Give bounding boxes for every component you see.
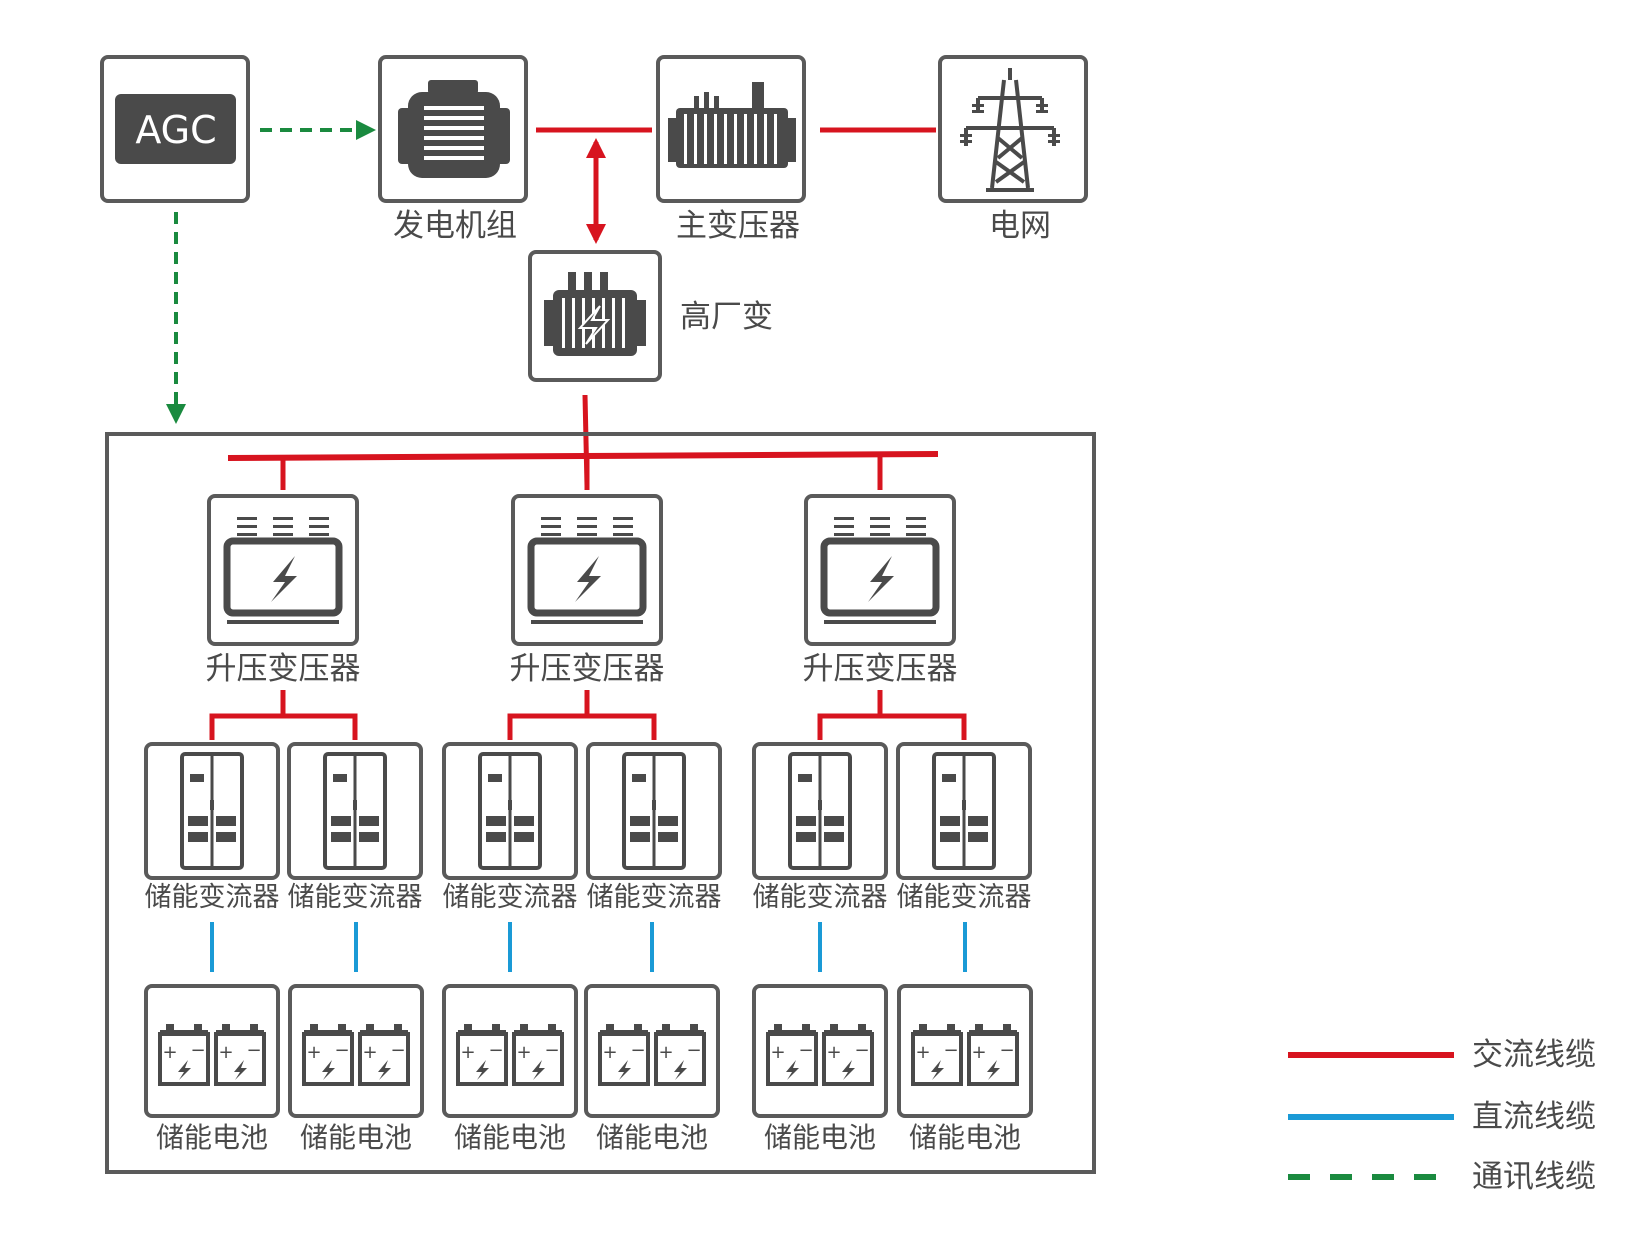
aux-transformer-label: 高厂变 (680, 299, 773, 335)
generator-icon (398, 80, 510, 178)
minus-glyph: − (190, 1040, 205, 1061)
step-up-transformer-node (207, 494, 359, 646)
plus-glyph: + (658, 1042, 673, 1063)
pcs-label: 储能变流器 (586, 882, 722, 913)
plus-glyph: + (306, 1042, 321, 1063)
minus-glyph: − (686, 1040, 701, 1061)
step-up-transformer-node (804, 494, 956, 646)
minus-glyph: − (334, 1040, 349, 1061)
battery-node: +−+− (752, 984, 888, 1118)
pcs-cabinet-icon (323, 752, 387, 870)
battery-icon: +−+− (456, 1024, 564, 1086)
battery-node: +−+− (897, 984, 1033, 1118)
battery-icon: +−+− (302, 1024, 410, 1086)
pcs-cabinet-icon (180, 752, 244, 870)
battery-icon: +−+− (598, 1024, 706, 1086)
pcs-node (287, 742, 423, 880)
step-up-transformer-icon (223, 517, 343, 624)
pcs-label: 储能变流器 (287, 882, 423, 913)
aux-transformer-node (528, 250, 662, 382)
pcs-node (752, 742, 888, 880)
minus-glyph: − (943, 1040, 958, 1061)
pcs-cabinet-icon (932, 752, 996, 870)
pcs-label: 储能变流器 (442, 882, 578, 913)
battery-node: +−+− (442, 984, 578, 1118)
battery-label: 储能电池 (299, 1121, 413, 1154)
plus-glyph: + (516, 1042, 531, 1063)
battery-icon: +−+− (766, 1024, 874, 1086)
step-up-transformer-node (511, 494, 663, 646)
pcs-node (586, 742, 722, 880)
generator-node (378, 55, 528, 203)
pcs-cabinet-icon (788, 752, 852, 870)
pcs-label: 储能变流器 (752, 882, 888, 913)
plus-glyph: + (770, 1042, 785, 1063)
agc-label: AGC (135, 108, 216, 152)
minus-glyph: − (854, 1040, 869, 1061)
legend (1288, 1052, 1454, 1180)
plus-glyph: + (218, 1042, 233, 1063)
pcs-node (442, 742, 578, 880)
aux-transformer-icon (544, 272, 646, 356)
agc-badge (115, 94, 236, 164)
battery-label: 储能电池 (595, 1121, 709, 1154)
battery-node: +−+− (584, 984, 720, 1118)
legend-dc-label: 直流线缆 (1472, 1099, 1596, 1135)
minus-glyph: − (246, 1040, 261, 1061)
plus-glyph: + (460, 1042, 475, 1063)
plus-glyph: + (915, 1042, 930, 1063)
pcs-node (896, 742, 1032, 880)
battery-node: +−+− (144, 984, 280, 1118)
storage-system-frame (105, 432, 1096, 1174)
main-transformer-icon (668, 82, 796, 168)
pcs-label: 储能变流器 (144, 882, 280, 913)
step-up-transformer-label: 升压变压器 (509, 651, 665, 687)
minus-glyph: − (798, 1040, 813, 1061)
ac-fork (209, 713, 358, 740)
legend-comm-label: 通讯线缆 (1472, 1159, 1596, 1195)
legend-ac-label: 交流线缆 (1472, 1037, 1596, 1073)
battery-icon: +−+− (158, 1024, 266, 1086)
battery-label: 储能电池 (155, 1121, 269, 1154)
pcs-cabinet-icon (622, 752, 686, 870)
battery-label: 储能电池 (908, 1121, 1022, 1154)
ac-fork (507, 713, 657, 740)
agc-node: AGC (100, 55, 250, 203)
battery-icon: +−+− (911, 1024, 1019, 1086)
battery-label: 储能电池 (453, 1121, 567, 1154)
main-transformer-label: 主变压器 (676, 208, 800, 244)
plus-glyph: + (162, 1042, 177, 1063)
step-up-transformer-icon (820, 517, 940, 624)
minus-glyph: − (488, 1040, 503, 1061)
minus-glyph: − (999, 1040, 1014, 1061)
pcs-label: 储能变流器 (896, 882, 1032, 913)
plus-glyph: + (826, 1042, 841, 1063)
step-up-transformer-label: 升压变压器 (802, 651, 958, 687)
step-up-transformer-label: 升压变压器 (205, 651, 361, 687)
step-up-transformer-icon (527, 517, 647, 624)
grid-label: 电网 (989, 208, 1051, 244)
main-transformer-node (656, 55, 806, 203)
pcs-node (144, 742, 280, 880)
ac-bus (227, 451, 939, 461)
minus-glyph: − (390, 1040, 405, 1061)
grid-node (938, 55, 1088, 203)
groups-layer: +−+−+−+−+−+−+−+−+−+−+−+− (144, 456, 1033, 1118)
generator-label: 发电机组 (393, 208, 517, 244)
minus-glyph: − (544, 1040, 559, 1061)
ac-fork (817, 713, 967, 740)
plus-glyph: + (971, 1042, 986, 1063)
minus-glyph: − (630, 1040, 645, 1061)
plus-glyph: + (362, 1042, 377, 1063)
pcs-cabinet-icon (478, 752, 542, 870)
battery-node: +−+− (288, 984, 424, 1118)
battery-label: 储能电池 (763, 1121, 877, 1154)
plus-glyph: + (602, 1042, 617, 1063)
